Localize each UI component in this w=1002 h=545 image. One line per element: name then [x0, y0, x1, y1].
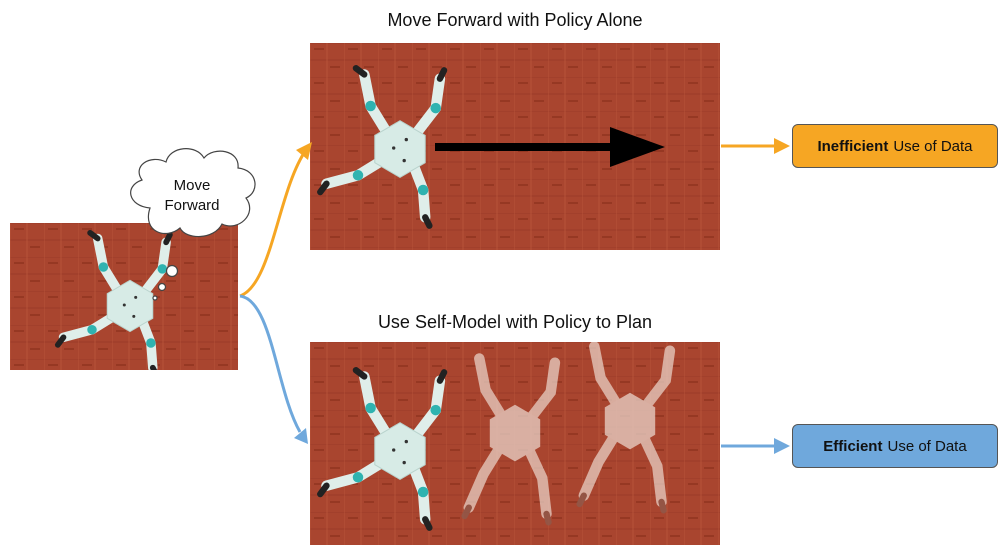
- thought-cloud-icon: [130, 148, 256, 301]
- inefficient-rest: Use of Data: [893, 137, 973, 155]
- robot-photo-start: [10, 223, 238, 370]
- efficient-result-box: Efficient Use of Data: [792, 424, 998, 468]
- forward-arrow-icon: [610, 127, 665, 167]
- efficient-rest: Use of Data: [887, 437, 967, 455]
- inefficient-result-box: Inefficient Use of Data: [792, 124, 998, 168]
- inefficient-label: Inefficient: [817, 137, 889, 155]
- blue-branch-arrow: [239, 294, 302, 433]
- robot-photo-self-model: [310, 342, 720, 545]
- thought-cloud-text: Move Forward: [164, 177, 220, 214]
- bottom-title: Use Self-Model with Policy to Plan: [377, 312, 653, 332]
- efficient-label: Efficient: [823, 437, 883, 455]
- robot-photo-policy: [310, 43, 720, 250]
- top-title: Move Forward with Policy Alone: [387, 10, 643, 30]
- orange-branch-arrow: [239, 149, 308, 298]
